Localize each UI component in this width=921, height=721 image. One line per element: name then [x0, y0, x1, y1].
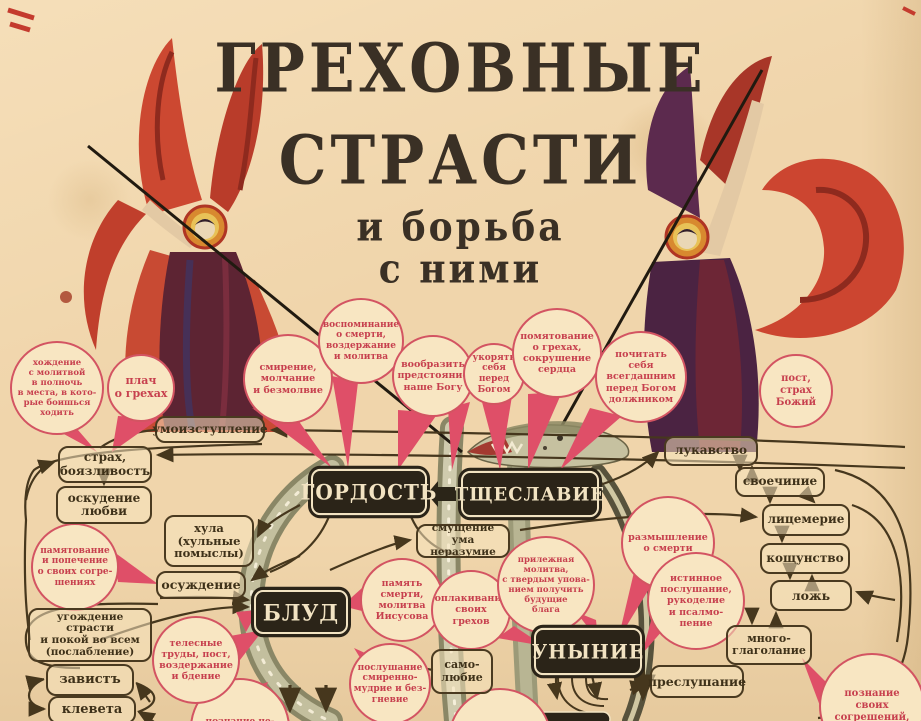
- left-angel: [83, 38, 463, 454]
- serpent-body: [238, 416, 655, 721]
- partial-passion-box: [479, 711, 611, 721]
- paint-marks: [7, 6, 916, 303]
- pride-arrow: [427, 481, 456, 507]
- right-angel: [544, 56, 904, 455]
- connector-lines: [23, 422, 912, 721]
